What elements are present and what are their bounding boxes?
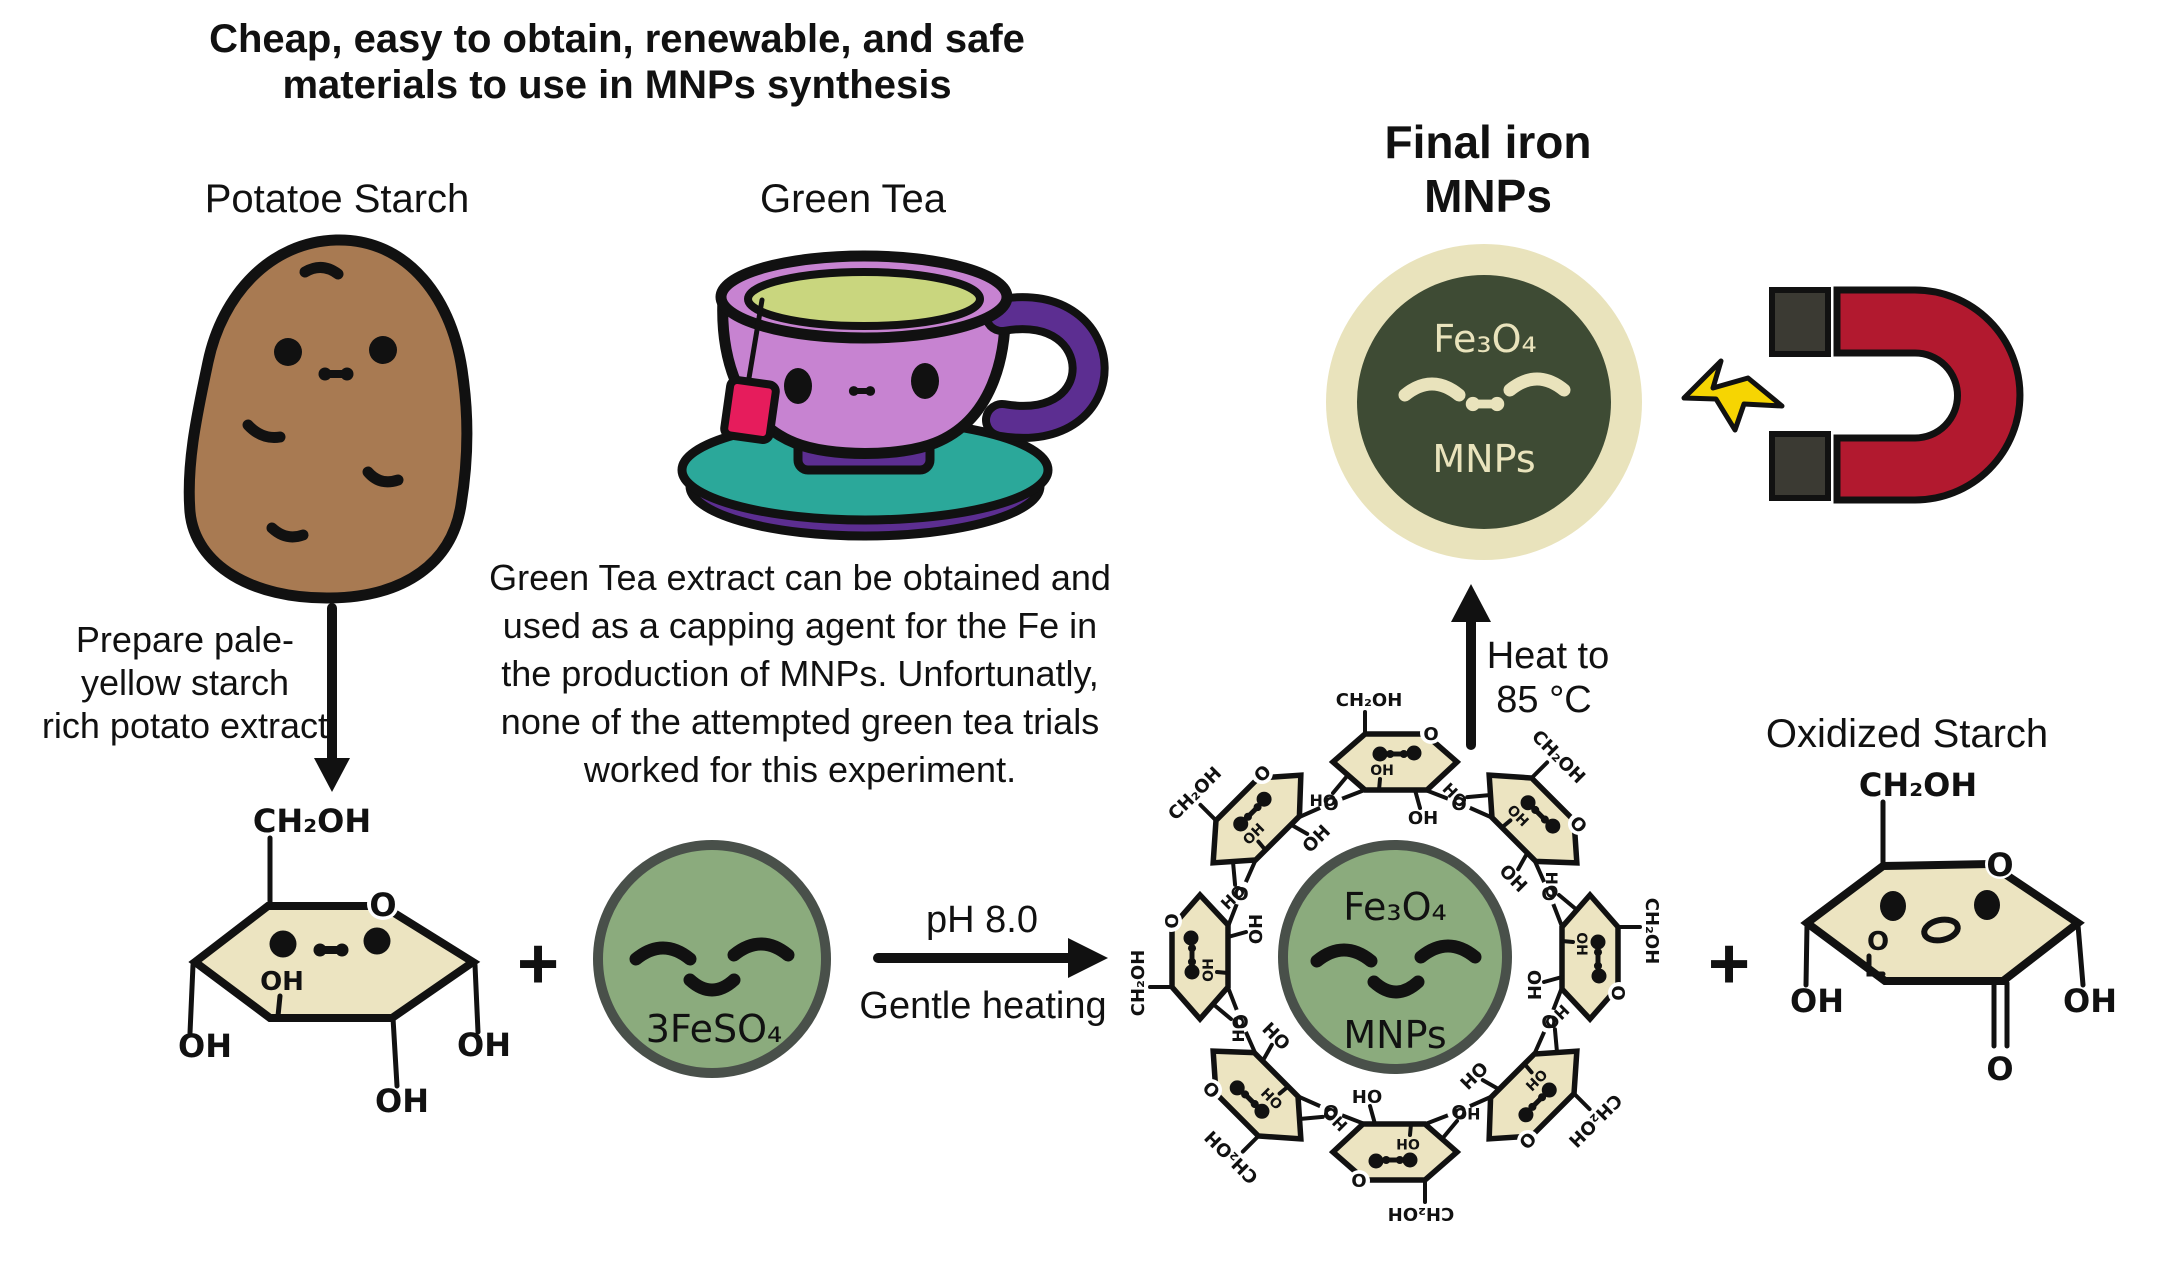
oxidized-starch-label: Oxidized Starch <box>1766 712 2048 756</box>
glucose-oh-left: OH <box>178 1027 232 1065</box>
feso4-circle <box>593 840 831 1078</box>
final-formula-label: Fe₃O₄ <box>1433 317 1537 361</box>
potato-extract-note: Prepare pale- yellow starch rich potato … <box>42 603 350 792</box>
green-tea-section: Green Tea Green Tea extract can be obtai… <box>489 177 1111 790</box>
glucose-eye-left <box>269 930 297 958</box>
main-title: Cheap, easy to obtain, renewable, and sa… <box>209 17 1025 107</box>
final-title-line-2: MNPs <box>1424 170 1552 222</box>
oxidized-ring-oxygen: O <box>1986 846 2013 884</box>
final-mnps-section: Final iron MNPs Fe₃O₄ MNPs <box>1326 116 1642 560</box>
feso4-particle: 3FeSO₄ <box>593 840 831 1078</box>
glucose-molecule: CH₂OH O OH OH OH OH <box>178 802 511 1120</box>
cup-eye-right <box>911 363 939 399</box>
teabag-string <box>745 297 765 387</box>
tea-surface <box>744 268 984 330</box>
plus-sign-left: + <box>517 924 559 1004</box>
up-arrow-head-icon <box>1451 584 1491 622</box>
potato-note-line-1: Prepare pale- <box>76 619 294 660</box>
green-tea-label: Green Tea <box>760 177 947 221</box>
final-name-label: MNPs <box>1432 437 1535 481</box>
magnet-tip-top <box>1769 287 1831 357</box>
glucose-oh-bottom: OH <box>375 1082 429 1120</box>
potato-section: Potatoe Starch <box>183 177 473 604</box>
tea-note-line-2: used as a capping agent for the Fe in <box>503 605 1097 646</box>
oxidized-mouth <box>1921 916 1961 944</box>
title-line-1: Cheap, easy to obtain, renewable, and sa… <box>209 17 1025 61</box>
potato-eye-right <box>369 336 397 364</box>
final-title-line-1: Final iron <box>1385 116 1592 168</box>
magnet-tip-bottom <box>1769 431 1831 501</box>
title-line-2: materials to use in MNPs synthesis <box>282 63 951 107</box>
magnet <box>1769 286 2024 504</box>
tea-note-line-1: Green Tea extract can be obtained and <box>489 557 1111 598</box>
ph-condition-label: pH 8.0 <box>926 899 1038 941</box>
oxidized-eye-right <box>1974 890 2000 920</box>
reaction-arrow: pH 8.0 Gentle heating <box>859 899 1108 1027</box>
tea-note-line-4: none of the attempted green tea trials <box>501 701 1099 742</box>
glucose-ring-oxygen: O <box>369 886 396 924</box>
cup-handle-fill <box>990 301 1101 434</box>
oxidized-starch-section: Oxidized Starch CH₂OH O O OH OH O <box>1766 712 2117 1088</box>
core-formula-label: Fe₃O₄ <box>1343 885 1447 929</box>
potato-label: Potatoe Starch <box>205 177 470 221</box>
tea-note-line-3: the production of MNPs. Unfortunatly, <box>501 653 1099 694</box>
oxidized-oh-right: OH <box>2063 982 2117 1020</box>
lightning-bolt-icon <box>1681 358 1785 433</box>
cup-eye-left <box>784 368 812 404</box>
core-mnp-circle <box>1278 840 1512 1074</box>
core-name-label: MNPs <box>1343 1013 1446 1057</box>
oxidized-carbonyl-oxygen: O <box>1986 1050 2013 1088</box>
teabag-tag <box>720 375 780 445</box>
glucose-oh-right: OH <box>457 1026 511 1064</box>
sugar-ring <box>1333 1085 1481 1224</box>
right-arrow-head-icon <box>1068 938 1108 978</box>
potato-note-line-3: rich potato extract <box>42 705 328 746</box>
sugar-ring <box>1128 895 1267 1043</box>
potato-note-line-2: yellow starch <box>81 662 289 703</box>
oxidized-oh-left: OH <box>1790 982 1844 1020</box>
glucose-eye-right <box>363 927 391 955</box>
down-arrow-head-icon <box>314 758 350 792</box>
plus-sign-right: + <box>1708 924 1750 1004</box>
oxidized-inner-oxygen: O <box>1867 927 1889 957</box>
heat-label-line-1: Heat to <box>1487 635 1610 677</box>
feso4-label: 3FeSO₄ <box>646 1007 783 1051</box>
potato-illustration <box>183 234 473 604</box>
glucose-hexagon <box>188 902 481 1022</box>
glucose-ch2oh-label: CH₂OH <box>253 802 371 840</box>
heat-arrow: Heat to 85 °C <box>1451 584 1610 750</box>
sugar-ring <box>1310 690 1458 829</box>
sugar-ring <box>1523 872 1662 1020</box>
glucose-oh-inner: OH <box>260 967 304 997</box>
magnet-body <box>1833 286 2024 504</box>
starch-complex: O O O O O O O O Fe₃O₄ MNPs <box>1128 690 1662 1224</box>
heating-condition-label: Gentle heating <box>859 985 1106 1027</box>
oxidized-ch2oh-label: CH₂OH <box>1859 766 1977 804</box>
heat-label-line-2: 85 °C <box>1496 679 1591 721</box>
oxidized-eye-left <box>1880 891 1906 921</box>
tea-note-line-5: worked for this experiment. <box>583 749 1016 790</box>
potato-eye-left <box>274 338 302 366</box>
